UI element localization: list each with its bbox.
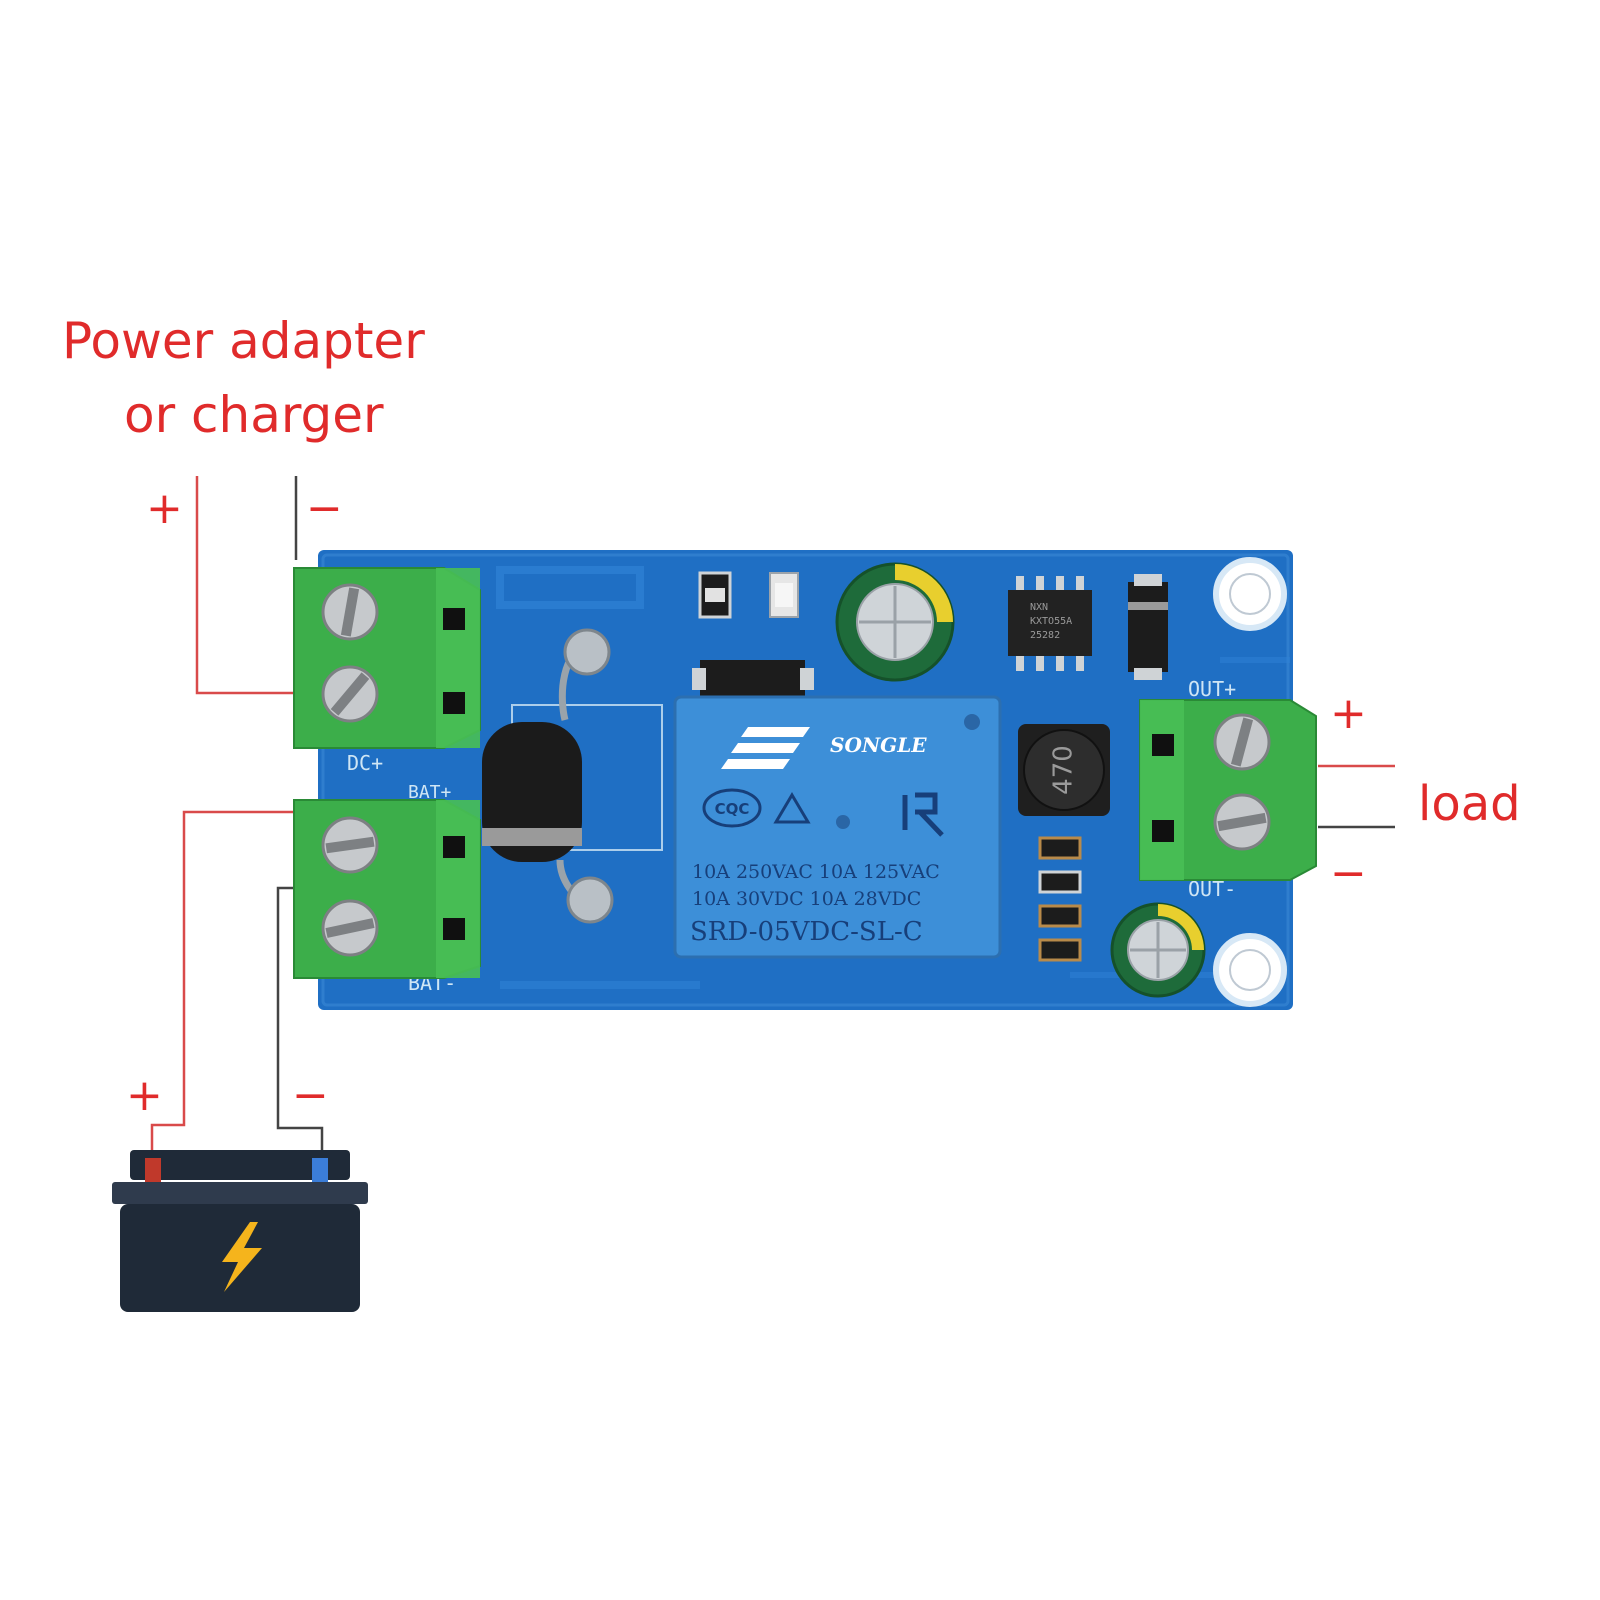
songle-relay: SONGLE CQC 10A 250VAC 10A 125VAC 10A 30V… bbox=[673, 695, 1002, 959]
smd-schottky-diode bbox=[1128, 574, 1168, 680]
wire-entry-slot bbox=[1152, 820, 1174, 842]
relay-rating-line2: 10A 30VDC 10A 28VDC bbox=[692, 888, 921, 910]
smd-diode bbox=[692, 660, 814, 698]
battery-plus-label: + bbox=[126, 1070, 163, 1121]
wire-entry-slot bbox=[443, 836, 465, 858]
axial-diode bbox=[482, 628, 614, 924]
silk-dc-plus: DC+ bbox=[347, 751, 383, 775]
load-minus-label: − bbox=[1330, 848, 1367, 899]
battery-minus-wire bbox=[276, 886, 324, 1165]
relay-module-pcb: DC+ BAT+ BAT- OUT+ OUT- bbox=[293, 550, 1317, 1010]
mounting-hole-bottom-right bbox=[1213, 933, 1287, 1007]
ic-chip: NXN KXTO55A 25282 bbox=[1008, 576, 1092, 671]
electrolytic-capacitor-large bbox=[835, 562, 955, 682]
wire-entry-slot bbox=[443, 608, 465, 630]
silk-out-plus: OUT+ bbox=[1188, 677, 1236, 701]
battery-terminal-block bbox=[293, 799, 481, 979]
wire-entry-slot bbox=[443, 918, 465, 940]
smd-led bbox=[769, 572, 799, 618]
wire-entry-slot bbox=[443, 692, 465, 714]
smd-resistor bbox=[698, 571, 732, 619]
relay-brand: SONGLE bbox=[830, 733, 927, 757]
battery-minus-label: − bbox=[292, 1070, 329, 1121]
screw-icon bbox=[321, 665, 379, 723]
electrolytic-capacitor-small bbox=[1110, 902, 1206, 998]
screw-icon bbox=[321, 583, 379, 641]
adapter-plus-wire bbox=[195, 476, 300, 695]
battery-wires bbox=[150, 810, 324, 1165]
warning-triangle-icon bbox=[773, 792, 811, 824]
songle-logo-icon bbox=[721, 727, 810, 769]
screw-icon bbox=[1213, 713, 1271, 771]
load-plus-label: + bbox=[1330, 688, 1367, 739]
battery-plus-wire bbox=[150, 810, 300, 1165]
adapter-plus-label: + bbox=[146, 483, 183, 534]
adapter-label-line1: Power adapter bbox=[62, 312, 425, 370]
dc-input-terminal-block bbox=[293, 567, 481, 749]
screw-icon bbox=[1213, 793, 1271, 851]
ur-mark-icon bbox=[902, 792, 944, 837]
chip-text-line1: NXN bbox=[1030, 602, 1048, 613]
inductor-value: 470 bbox=[1049, 745, 1079, 795]
load-wires bbox=[1318, 764, 1395, 829]
inductor: 470 bbox=[1018, 724, 1110, 816]
adapter-minus-label: − bbox=[306, 483, 343, 534]
adapter-label-line2: or charger bbox=[124, 386, 384, 444]
load-label: load bbox=[1418, 776, 1521, 832]
relay-rating-line1: 10A 250VAC 10A 125VAC bbox=[692, 861, 940, 883]
wire-entry-slot bbox=[1152, 734, 1174, 756]
lightning-bolt-icon bbox=[222, 1222, 262, 1292]
silk-bat-plus: BAT+ bbox=[408, 782, 452, 803]
relay-model: SRD-05VDC-SL-C bbox=[690, 917, 923, 947]
screw-icon bbox=[321, 899, 379, 957]
chip-text-line3: 25282 bbox=[1030, 630, 1060, 641]
smd-component-column bbox=[1038, 836, 1082, 962]
screw-icon bbox=[321, 816, 379, 874]
cqc-mark-icon: CQC bbox=[702, 788, 762, 828]
output-terminal-block bbox=[1139, 699, 1317, 881]
cqc-text: CQC bbox=[715, 800, 750, 818]
mounting-hole-top-right bbox=[1213, 557, 1287, 631]
chip-text-line2: KXTO55A bbox=[1030, 616, 1072, 627]
adapter-wires bbox=[195, 476, 300, 695]
battery-icon bbox=[112, 1150, 368, 1312]
